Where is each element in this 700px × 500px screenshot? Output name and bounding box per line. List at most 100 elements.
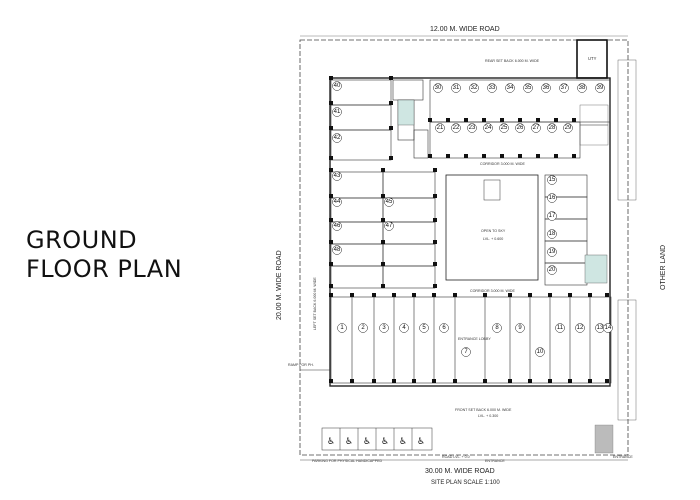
shop-number: 13 [597, 325, 604, 331]
shop-number: 9 [518, 325, 522, 331]
shop-number: 15 [549, 177, 556, 183]
shop-number-marker [547, 247, 557, 257]
column [432, 379, 436, 383]
column [329, 126, 333, 130]
column [329, 194, 333, 198]
shop-number: 36 [543, 85, 550, 91]
plot-boundary [299, 39, 629, 456]
column [464, 118, 468, 122]
column [381, 240, 385, 244]
shop-number: 22 [453, 125, 460, 131]
entrance-right-label: ENTRANCE [613, 455, 633, 459]
shop-number: 32 [471, 85, 478, 91]
shop-number: 21 [437, 125, 444, 131]
shop-number-marker [358, 323, 368, 333]
shop-number: 31 [453, 85, 460, 91]
shop-number: 12 [577, 325, 584, 331]
shop-number-marker [547, 193, 557, 203]
svg-text:♿: ♿ [363, 437, 371, 447]
shop-number-marker [559, 83, 569, 93]
column [453, 293, 457, 297]
setback-label-left: LEFT SET BACK 6.000 M. WIDE [313, 277, 317, 330]
page-title: GROUND FLOOR PLAN [26, 226, 182, 284]
ramp-label: RAMP FOR PH. [288, 363, 314, 367]
title-line-1: GROUND [26, 226, 138, 254]
column [381, 168, 385, 172]
shop-number: 39 [597, 85, 604, 91]
column [432, 293, 436, 297]
shop-number: 4 [402, 325, 406, 331]
shop-number: 1 [340, 325, 344, 331]
shop-number: 37 [561, 85, 568, 91]
shop-number: 14 [605, 325, 612, 331]
column [483, 293, 487, 297]
shop-number-marker [332, 107, 342, 117]
column [350, 293, 354, 297]
shop-number: 28 [549, 125, 556, 131]
column [528, 293, 532, 297]
road-level-label: ROAD LVL. + 0.0 [442, 455, 470, 459]
open-to-sky-court [445, 174, 539, 281]
road-label-top: 12.00 M. WIDE ROAD [430, 26, 500, 33]
setback-front-level: LVL. + 0.300 [478, 414, 498, 418]
column [329, 101, 333, 105]
column [329, 218, 333, 222]
column [605, 293, 609, 297]
column [588, 379, 592, 383]
shop-number-marker [595, 83, 605, 93]
corridor-label-bottom: CORRIDOR 3.000 M. WIDE [470, 289, 516, 293]
column [588, 293, 592, 297]
column [412, 379, 416, 383]
shop-number: 45 [386, 199, 393, 205]
road-label-right: OTHER LAND [660, 245, 667, 290]
svg-text:♿: ♿ [327, 437, 335, 447]
column [381, 284, 385, 288]
shop-number-marker [555, 323, 565, 333]
shop-number-marker [487, 83, 497, 93]
shop-number-marker [505, 83, 515, 93]
shop-number-marker [332, 245, 342, 255]
shop-number: 46 [334, 223, 341, 229]
shop-number-marker [451, 83, 461, 93]
entrance-lobby-label: ENTRANCE LOBBY [458, 337, 491, 341]
column [483, 379, 487, 383]
shop-number-marker [332, 221, 342, 231]
utility-label: UTY [588, 56, 597, 61]
shop-number-marker [563, 123, 573, 133]
shop-number-marker [515, 323, 525, 333]
shop-number: 29 [565, 125, 572, 131]
column [464, 154, 468, 158]
column [482, 118, 486, 122]
wheelchair-icon: ♿ ♿ ♿ ♿ ♿ ♿ [327, 437, 425, 447]
shop-number-marker [577, 83, 587, 93]
open-to-sky-level: LVL. + 0.600 [483, 237, 503, 241]
shop-number: 44 [334, 199, 341, 205]
lift-core [483, 179, 501, 201]
column [433, 284, 437, 288]
shop-number: 20 [549, 267, 556, 273]
column [433, 168, 437, 172]
shop-number-marker [384, 221, 394, 231]
column [554, 118, 558, 122]
column [428, 118, 432, 122]
shop-number-marker [439, 323, 449, 333]
shop-number: 10 [537, 349, 544, 355]
column [572, 118, 576, 122]
column [372, 379, 376, 383]
column [381, 262, 385, 266]
svg-text:♿: ♿ [417, 437, 425, 447]
column [500, 154, 504, 158]
column [381, 194, 385, 198]
shop-number-marker [499, 123, 509, 133]
setback-label-rear: REAR SET BACK 6.000 M. WIDE [485, 59, 540, 63]
column [518, 154, 522, 158]
shop-number: 33 [489, 85, 496, 91]
shop-number-marker [379, 323, 389, 333]
utility-room [576, 39, 608, 79]
entrance-label: ENTRANCE [485, 459, 505, 463]
shop-number: 19 [549, 249, 556, 255]
column [453, 379, 457, 383]
shop-number-marker [467, 123, 477, 133]
